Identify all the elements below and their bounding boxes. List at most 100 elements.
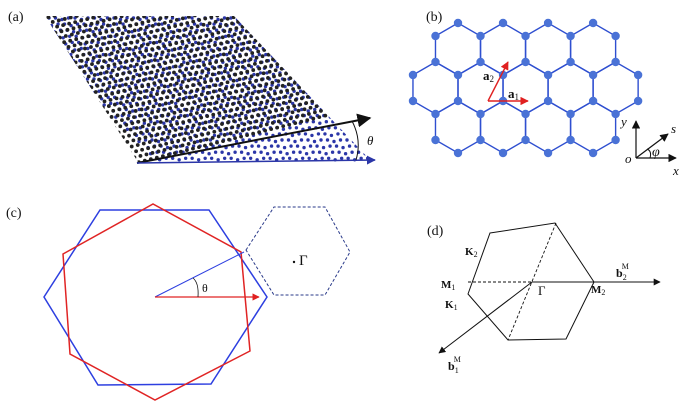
- atom-bottom: [437, 157, 440, 160]
- atom-top: [177, 92, 182, 97]
- atom-top: [276, 38, 280, 43]
- atom-top: [127, 133, 131, 138]
- atom-top: [142, 16, 146, 19]
- panel-a-label: (a): [8, 10, 24, 25]
- atom-top: [133, 5, 137, 9]
- atom-bottom: [352, 107, 356, 112]
- atom-bottom: [231, 115, 235, 119]
- atom-top: [148, 53, 153, 58]
- lattice-atom: [588, 96, 598, 106]
- atom-top: [330, 88, 334, 93]
- atom-top: [345, 10, 349, 14]
- atom-top: [187, 118, 192, 123]
- atom-bottom: [190, 16, 194, 20]
- atom-top: [279, 66, 284, 71]
- atom-top: [332, 36, 337, 41]
- atom-bottom: [347, 65, 351, 69]
- lattice-atom: [521, 57, 530, 67]
- atom-bottom: [377, 122, 380, 125]
- atom-top: [263, 41, 268, 46]
- atom-top: [362, 52, 367, 56]
- atom-bottom: [298, 42, 302, 46]
- atom-bottom: [396, 151, 399, 154]
- atom-top: [384, 99, 388, 103]
- atom-top: [295, 11, 299, 15]
- atom-top: [238, 30, 243, 35]
- atom-bottom: [416, 122, 419, 125]
- atom-top: [384, 75, 388, 79]
- atom-top: [215, 77, 220, 81]
- atom-bottom: [293, 139, 297, 144]
- atom-bottom: [240, 28, 245, 32]
- atom-top: [81, 93, 86, 97]
- lattice-atom: [566, 57, 575, 67]
- atom-top: [64, 74, 69, 79]
- atom-bottom: [183, 77, 187, 81]
- atom-top: [94, 66, 99, 71]
- atom-bottom: [278, 42, 282, 46]
- atom-top: [283, 54, 287, 59]
- atom-top: [257, 66, 262, 71]
- atom-top: [311, 53, 316, 57]
- atom-bottom: [289, 83, 294, 87]
- atom-top: [215, 140, 219, 145]
- atom-top: [79, 59, 84, 63]
- atom-bottom: [180, 71, 185, 75]
- atom-top: [179, 62, 184, 67]
- atom-top: [72, 147, 77, 152]
- atom-bottom: [325, 138, 330, 142]
- atom-bottom: [358, 107, 362, 112]
- atom-bottom: [449, 140, 452, 143]
- atom-bottom: [305, 30, 310, 34]
- atom-top: [64, 137, 69, 142]
- atom-top: [115, 73, 120, 78]
- atom-top: [162, 20, 167, 25]
- atom-top: [207, 44, 211, 49]
- atom-bottom: [366, 126, 370, 130]
- atom-top: [253, 102, 258, 107]
- atom-top: [367, 73, 372, 78]
- atom-bottom: [336, 71, 341, 75]
- atom-bottom: [392, 158, 395, 161]
- atom-bottom: [379, 157, 382, 160]
- atom-bottom: [348, 83, 352, 87]
- atom-bottom: [392, 97, 395, 100]
- atom-top: [104, 93, 109, 98]
- atom-top: [259, 100, 264, 105]
- atom-top: [356, 53, 361, 58]
- atom-bottom: [357, 121, 361, 125]
- atom-top: [214, 36, 219, 41]
- atom-bottom: [287, 109, 291, 113]
- atom-top: [333, 53, 338, 58]
- atom-top: [284, 111, 289, 116]
- atom-top: [207, 4, 211, 8]
- atom-top: [150, 87, 155, 92]
- atom-bottom: [318, 121, 322, 125]
- atom-bottom: [324, 120, 329, 124]
- lattice-atom: [588, 18, 598, 28]
- atom-top: [75, 94, 80, 99]
- atom-bottom: [121, 22, 125, 26]
- atom-top: [116, 130, 121, 135]
- atom-top: [349, 78, 354, 83]
- atom-top: [64, 51, 69, 55]
- atom-top: [58, 16, 63, 17]
- atom-top: [130, 17, 134, 22]
- atom-top: [260, 77, 264, 82]
- atom-bottom: [159, 83, 164, 87]
- atom-bottom: [365, 48, 369, 52]
- atom-top: [352, 25, 357, 30]
- atom-top: [296, 45, 301, 50]
- atom-top: [88, 108, 93, 113]
- atom-top: [178, 109, 183, 114]
- atom-top: [282, 118, 287, 122]
- atom-top: [60, 69, 64, 74]
- atom-bottom: [91, 59, 95, 63]
- atom-bottom: [331, 28, 336, 32]
- atom-top: [339, 51, 344, 56]
- atom-top: [171, 30, 176, 35]
- atom-top: [92, 96, 97, 101]
- atom-top: [86, 161, 90, 162]
- atom-top: [329, 48, 334, 53]
- atom-bottom: [261, 107, 265, 112]
